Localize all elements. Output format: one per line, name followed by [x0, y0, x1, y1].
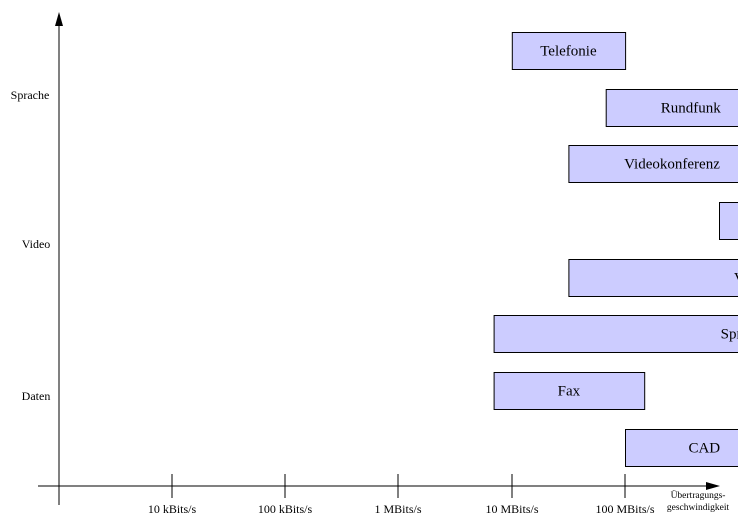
range-bar-label: Video [734, 271, 738, 287]
range-bar-label: Sprache über LAN [721, 327, 738, 343]
category-label: Daten [22, 389, 51, 403]
x-axis-title: Übertragungs- geschwindigkeit [667, 489, 730, 513]
range-bar [625, 429, 738, 467]
category-labels: Sprache Video Daten [11, 88, 51, 403]
x-tick-label: 10 kBits/s [148, 502, 197, 516]
x-tick-label: 100 kBits/s [258, 502, 313, 516]
x-tick-label: 1 MBits/s [374, 502, 421, 516]
x-axis-title-line: Übertragungs- [671, 489, 726, 501]
range-bar [568, 259, 738, 297]
x-ticks: 10 kBits/s 100 kBits/s 1 MBits/s 10 MBit… [148, 474, 655, 516]
range-bar-label: Telefonie [540, 44, 597, 60]
range-bar-label: Fax [558, 384, 581, 400]
range-bar-label: Videokonferenz [624, 157, 720, 173]
x-tick-label: 100 MBits/s [595, 502, 654, 516]
range-bar-label: Rundfunk [661, 101, 722, 117]
range-bar [568, 145, 738, 183]
x-tick-label: 10 MBits/s [485, 502, 538, 516]
range-bars: TelefonieRundfunkVideokonferenzTV und HD… [493, 32, 738, 467]
range-bar [493, 372, 646, 410]
x-axis-title-line: geschwindigkeit [667, 503, 730, 513]
category-label: Sprache [11, 88, 50, 102]
range-bar [511, 32, 627, 70]
category-label: Video [22, 237, 51, 251]
axes [38, 12, 720, 505]
range-bar [719, 202, 738, 240]
y-axis-arrow-icon [55, 12, 63, 26]
range-bar [605, 89, 738, 127]
range-bar-label: CAD [688, 441, 720, 457]
x-axis-arrow-icon [706, 482, 720, 490]
range-bar [493, 315, 738, 353]
